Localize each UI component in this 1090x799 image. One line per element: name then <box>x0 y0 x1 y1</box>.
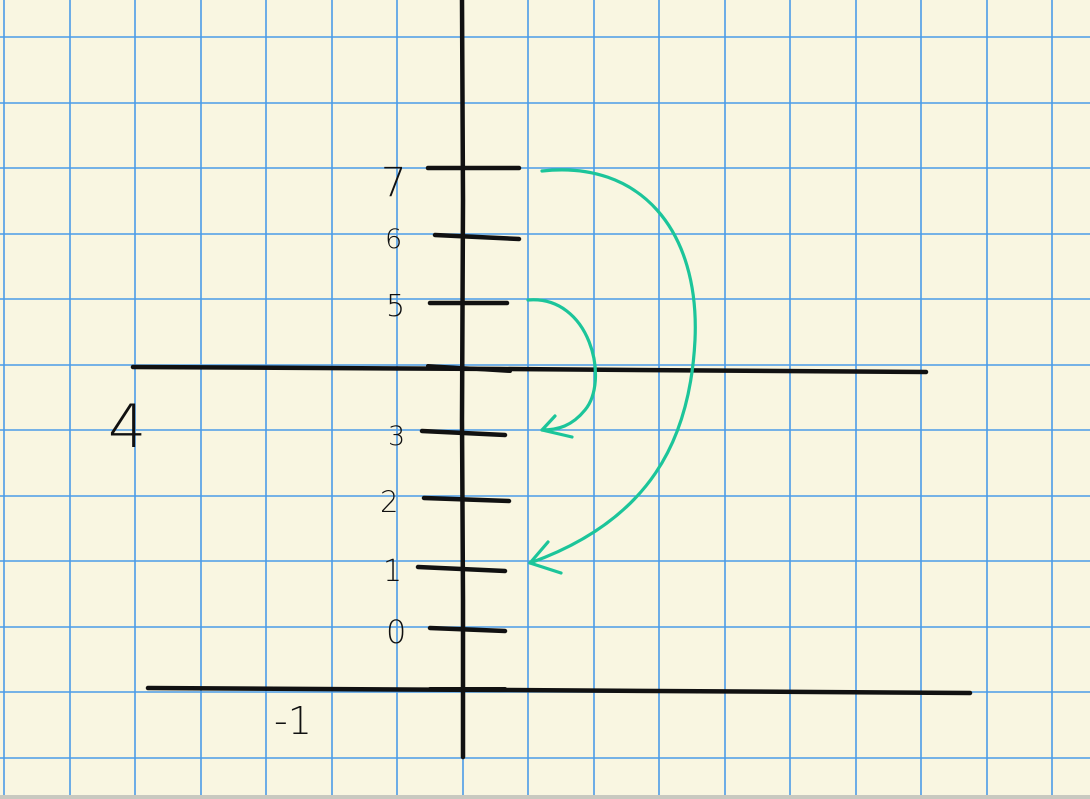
arrows <box>526 168 697 575</box>
tick-marks <box>415 165 522 634</box>
bottom-edge <box>0 795 1090 799</box>
tick-label-3: 3 <box>388 421 405 452</box>
tick-6 <box>432 232 522 242</box>
vertical-axis <box>459 0 466 760</box>
tick-label-6: 6 <box>385 224 402 255</box>
tick-label-7: 7 <box>381 160 406 206</box>
arrow-5-to-3-head <box>540 414 574 439</box>
arrow-7-to-1 <box>528 168 697 565</box>
tick-label-5: 5 <box>386 289 405 324</box>
tick-label-1: 1 <box>383 554 402 589</box>
tick-4-overlap <box>426 364 512 373</box>
tick-1 <box>415 564 508 574</box>
tick-3 <box>419 428 508 438</box>
tick-label-0: 0 <box>386 613 406 651</box>
arrow-7-to-1-head <box>528 540 563 575</box>
tick-0 <box>427 625 508 634</box>
line-label-upper: 4 <box>108 392 146 462</box>
arrow-5-to-3 <box>526 298 598 432</box>
line-label-lower: -1 <box>274 699 312 743</box>
tick-2 <box>421 495 512 504</box>
tick-label-2: 2 <box>380 485 398 519</box>
